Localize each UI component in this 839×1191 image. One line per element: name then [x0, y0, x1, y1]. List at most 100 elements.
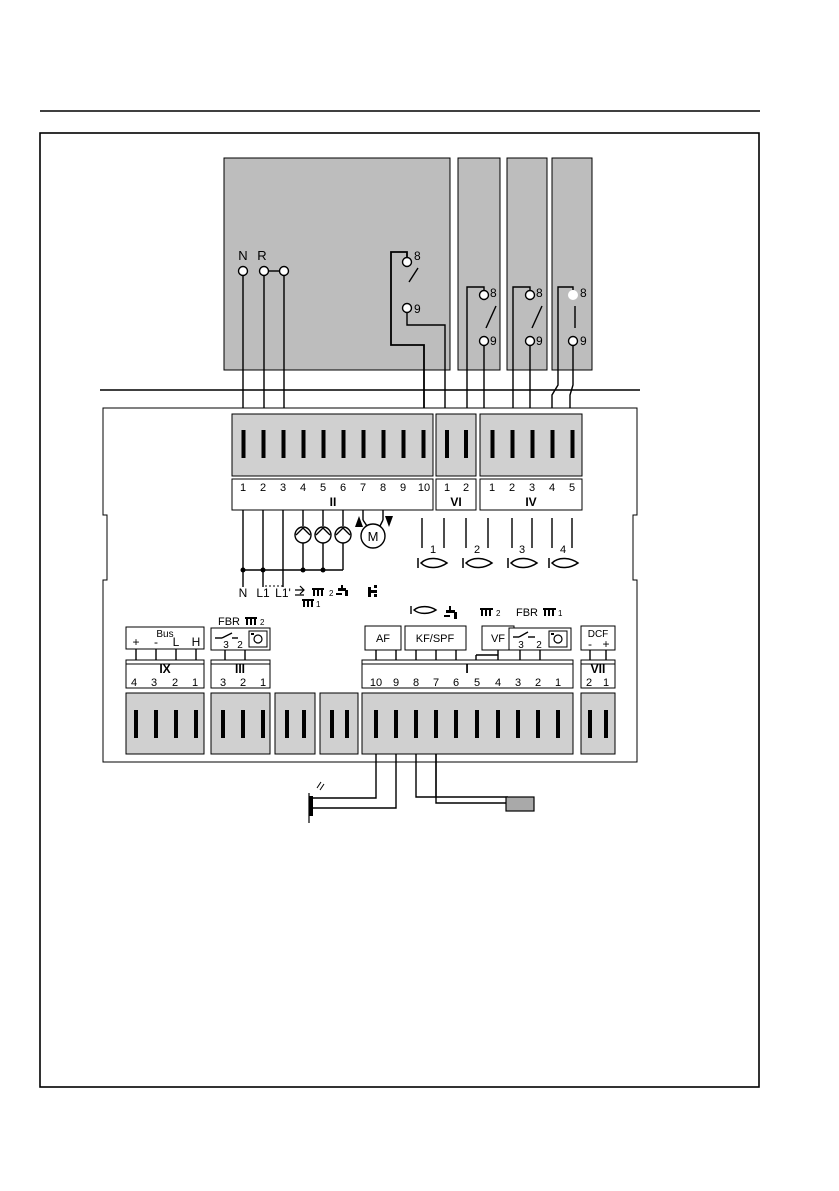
stage-1-label-9: 9 — [490, 334, 497, 348]
contact-label-9: 9 — [414, 302, 421, 316]
block-ii-wiring — [240, 510, 384, 587]
radiator-icon — [245, 617, 257, 625]
fbr-label-i: FBR — [516, 607, 538, 619]
block-i-wiring — [375, 650, 541, 660]
radiator-icon — [302, 599, 314, 607]
boiler-modules — [223, 157, 593, 371]
block-label-vi: VI — [450, 495, 461, 509]
fbr-circuit-label-i: 1 — [558, 609, 563, 618]
label-r: R — [257, 248, 266, 263]
terminal-number: 2 — [172, 677, 178, 689]
stage-3-label-8: 8 — [580, 286, 587, 300]
vf-circuit-label: 2 — [496, 609, 501, 618]
mixer-icon — [368, 585, 377, 597]
dcf-label: DCF — [588, 629, 609, 640]
af-box — [364, 625, 402, 651]
terminal-number: 2 — [463, 482, 469, 494]
outdoor-sensor-icon — [308, 781, 325, 823]
vf-label: VF — [491, 633, 505, 645]
label-strip-i — [361, 659, 574, 689]
burner-icon — [548, 557, 580, 569]
mixer-motor-icon: M — [355, 516, 393, 549]
terminal-block-ix — [125, 692, 205, 755]
thermostat-dial-icon — [548, 630, 568, 648]
af-label: AF — [376, 633, 390, 645]
terminal-number: 8 — [380, 482, 386, 494]
block-label-ii: II — [330, 495, 337, 509]
terminal-number: 1 — [603, 677, 609, 689]
label-l1: L1 — [256, 586, 270, 600]
label-strip-ii — [231, 478, 434, 511]
temperature-sensor-icon — [505, 796, 535, 812]
terminal-number: 2 — [240, 677, 246, 689]
contact-n — [237, 265, 249, 277]
block-label-iii: III — [235, 662, 245, 676]
bus-label: Bus — [156, 629, 173, 640]
terminal-number: 5 — [320, 482, 326, 494]
terminal-number: 1 — [240, 482, 246, 494]
kfspf-label: KF/SPF — [416, 633, 455, 645]
stage-2-label-8: 8 — [536, 286, 543, 300]
bus-header-box — [125, 626, 205, 650]
lower-terminal-bars — [134, 710, 608, 738]
terminal-block-vi — [435, 413, 477, 477]
terminal-number: 1 — [260, 677, 266, 689]
terminal-number: 4 — [131, 677, 137, 689]
terminal-number: 6 — [340, 482, 346, 494]
dcf-header-box — [580, 625, 616, 651]
terminal-number: 1 — [489, 482, 495, 494]
contact-9 — [401, 302, 413, 314]
motor-label: M — [368, 529, 379, 544]
fbr-pin: 3 — [223, 640, 229, 651]
terminal-number: 5 — [474, 677, 480, 689]
terminal-number: 5 — [569, 482, 575, 494]
fbr-wiring — [224, 650, 246, 660]
terminal-block-spare — [319, 692, 359, 755]
label-strip-iii — [210, 659, 271, 689]
terminal-number: 9 — [400, 482, 406, 494]
pump-icon — [314, 526, 332, 544]
upper-terminal-bars — [241, 430, 575, 458]
terminal-number: 1 — [555, 677, 561, 689]
terminal-number: 1 — [192, 677, 198, 689]
block-label-iv: IV — [525, 495, 536, 509]
burner-icon — [417, 557, 449, 569]
fbr-pin-i: 3 — [518, 640, 524, 651]
heating-circuit-1-label: 1 — [316, 600, 321, 609]
arrow-down-icon — [385, 516, 393, 527]
boiler-contacts: N R 8 9 8 9 8 9 8 9 — [237, 248, 587, 348]
fbr-pin-i: 2 — [536, 640, 542, 651]
terminal-number: 7 — [433, 677, 439, 689]
contact-label-8: 8 — [414, 249, 421, 263]
boiler-stage-module — [457, 157, 501, 371]
tap-icon — [336, 585, 348, 596]
bus-sign: - — [154, 635, 158, 649]
burner-icon — [410, 605, 438, 615]
terminal-number: 2 — [260, 482, 266, 494]
block-label-vii: VII — [591, 662, 606, 676]
dcf-sign: - — [588, 637, 592, 651]
block-ii-symbols: N L1 L1' 2 1 — [239, 585, 377, 609]
terminal-number: 3 — [529, 482, 535, 494]
terminal-number: 3 — [280, 482, 286, 494]
terminal-number: 2 — [535, 677, 541, 689]
contact-r — [258, 265, 270, 277]
contact-8 — [401, 256, 413, 268]
terminal-number: 4 — [495, 677, 501, 689]
tap-icon — [444, 606, 457, 619]
terminal-block-vii — [580, 692, 616, 755]
terminal-number: 9 — [393, 677, 399, 689]
relay-switch — [408, 267, 419, 283]
stage-2-label-9: 9 — [536, 334, 543, 348]
switch-icon — [513, 631, 535, 638]
page-frame — [39, 132, 760, 1088]
terminal-number: 2 — [586, 677, 592, 689]
burner-icon — [462, 557, 494, 569]
circulation-icon — [295, 585, 305, 596]
terminal-number: 2 — [509, 482, 515, 494]
label-strip-vi — [435, 478, 477, 511]
terminal-number: 6 — [453, 677, 459, 689]
arrow-up-icon — [355, 516, 363, 527]
terminal-number: 10 — [370, 677, 382, 689]
